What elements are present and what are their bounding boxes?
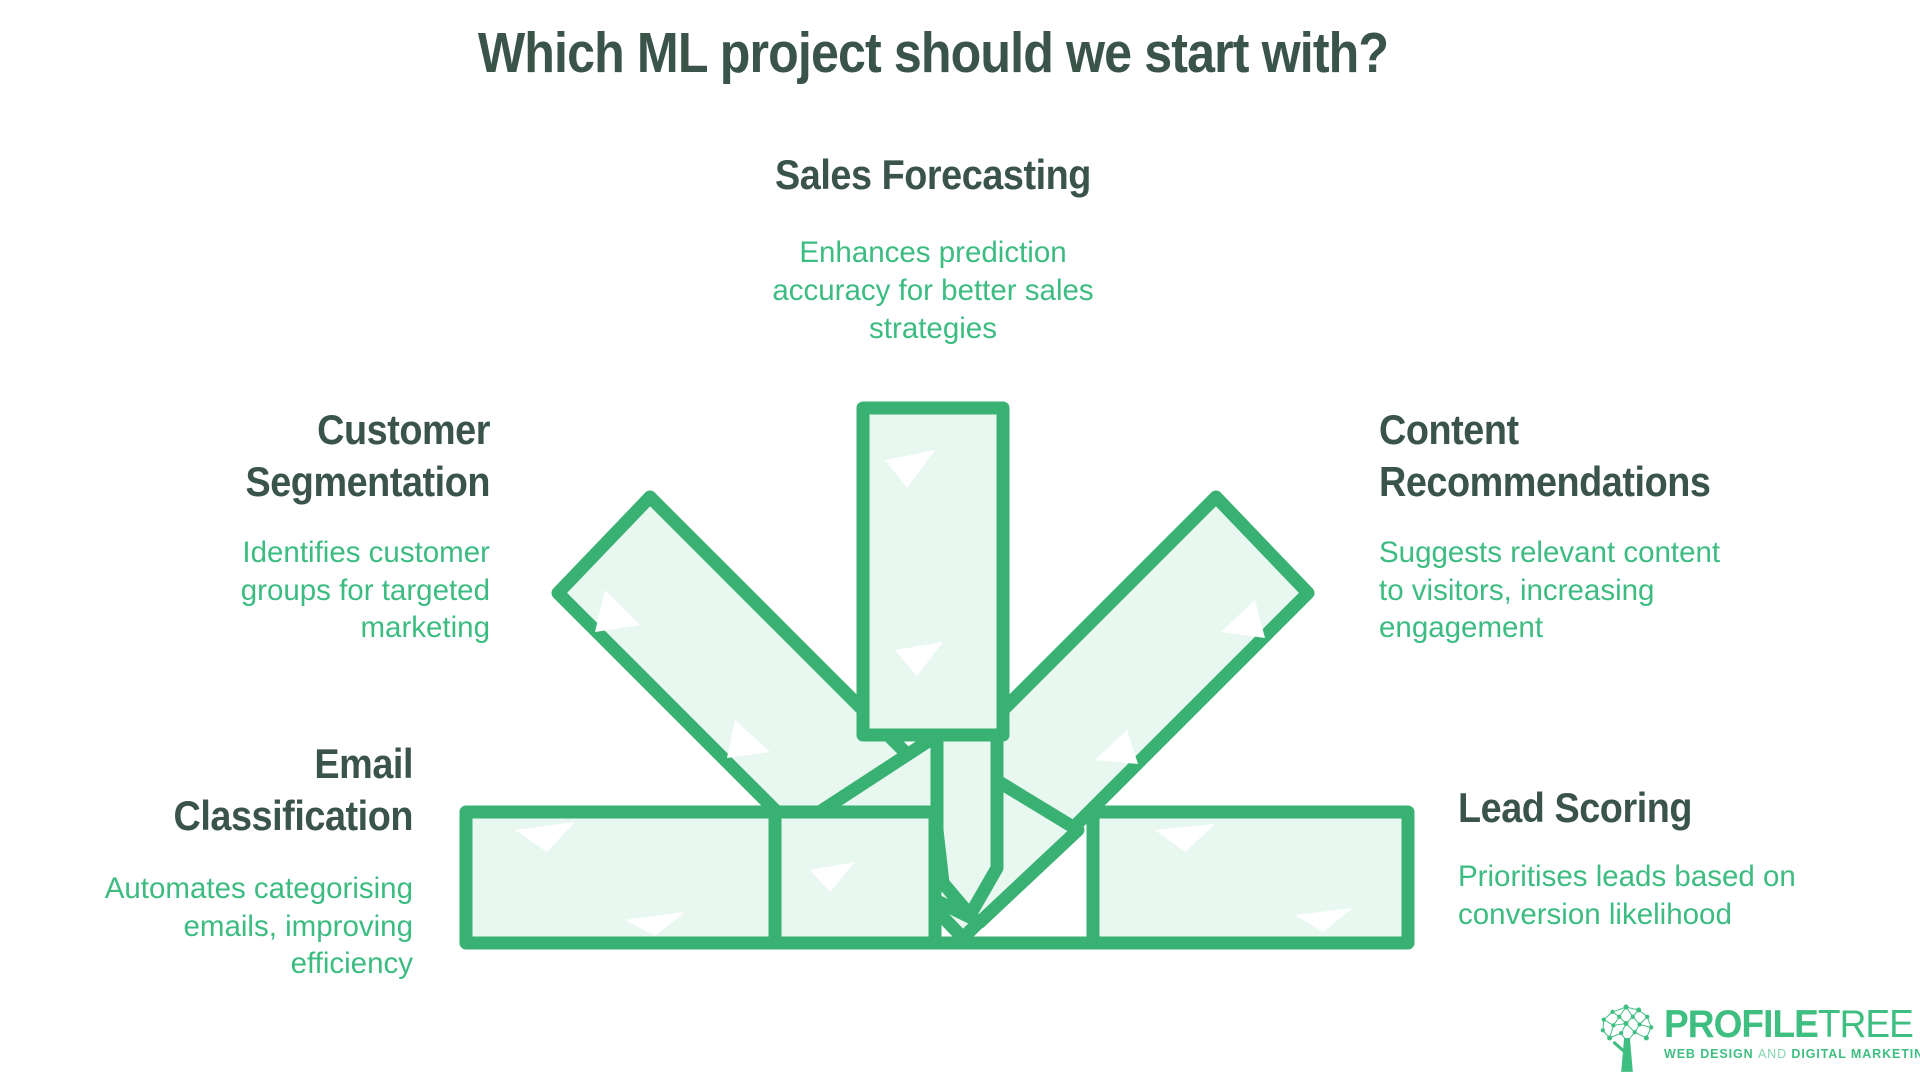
bottom-bar-left-segment — [459, 805, 782, 950]
network-tree-icon — [1600, 1004, 1654, 1072]
email-classification-description: Automates categorising emails, improving… — [104, 872, 413, 980]
logo-tagline: WEB DESIGN AND DIGITAL MARKETING — [1664, 1047, 1920, 1061]
left-diagonal-sketch-streak — [595, 590, 640, 632]
vertical-bar-sketch-streak — [885, 450, 935, 488]
content-recommendations-heading: Content Recommendations — [1379, 406, 1711, 505]
sales-forecasting-heading: Sales Forecasting — [775, 151, 1091, 198]
logo-brand-profile: PROFILE — [1664, 1003, 1819, 1046]
logo-tagline-and: AND — [1757, 1047, 1788, 1061]
vertical-bar-sketch-streak — [895, 642, 943, 676]
bar-sketch-streak — [515, 822, 575, 852]
content-recommendations-description: Suggests relevant content to visitors, i… — [1379, 536, 1721, 644]
bar-sketch-streak — [810, 862, 855, 892]
bar-sketch-streak — [1155, 824, 1215, 852]
page-title: Which ML project should we start with? — [477, 21, 1389, 85]
email-classification-heading: Email Classification — [173, 740, 414, 839]
lead-scoring-heading: Lead Scoring — [1458, 784, 1693, 831]
left-diagonal-sketch-streak — [727, 720, 770, 758]
vertical-arrow-bar — [856, 401, 1010, 742]
logo-brand-tree: TREE — [1817, 1003, 1914, 1046]
customer-segmentation-heading: Customer Segmentation — [245, 406, 490, 505]
logo-tagline-marketing: DIGITAL MARKETING — [1791, 1047, 1920, 1061]
bottom-bar-right-segment — [1086, 805, 1415, 950]
bar-sketch-streak — [1295, 908, 1353, 932]
logo-brand-name: PROFILETREE — [1664, 1003, 1920, 1046]
converging-arrows-icon — [455, 400, 1415, 960]
sales-forecasting-description: Enhances prediction accuracy for better … — [772, 236, 1094, 345]
right-diagonal-sketch-streak — [1221, 600, 1265, 638]
logo-text: PROFILETREE WEB DESIGN AND DIGITAL MARKE… — [1664, 1003, 1920, 1061]
lead-scoring-description: Prioritises leads based on conversion li… — [1458, 860, 1796, 931]
logo-tagline-webdesign: WEB DESIGN — [1664, 1047, 1754, 1061]
bottom-bar-middle-segment — [768, 805, 942, 950]
right-diagonal-sketch-streak — [1095, 730, 1138, 764]
profiletree-logo: PROFILETREE WEB DESIGN AND DIGITAL MARKE… — [1598, 1000, 1920, 1074]
bar-sketch-streak — [625, 912, 685, 936]
vertical-arrow-shaft-tip — [930, 728, 1004, 922]
customer-segmentation-description: Identifies customer groups for targeted … — [240, 536, 490, 644]
